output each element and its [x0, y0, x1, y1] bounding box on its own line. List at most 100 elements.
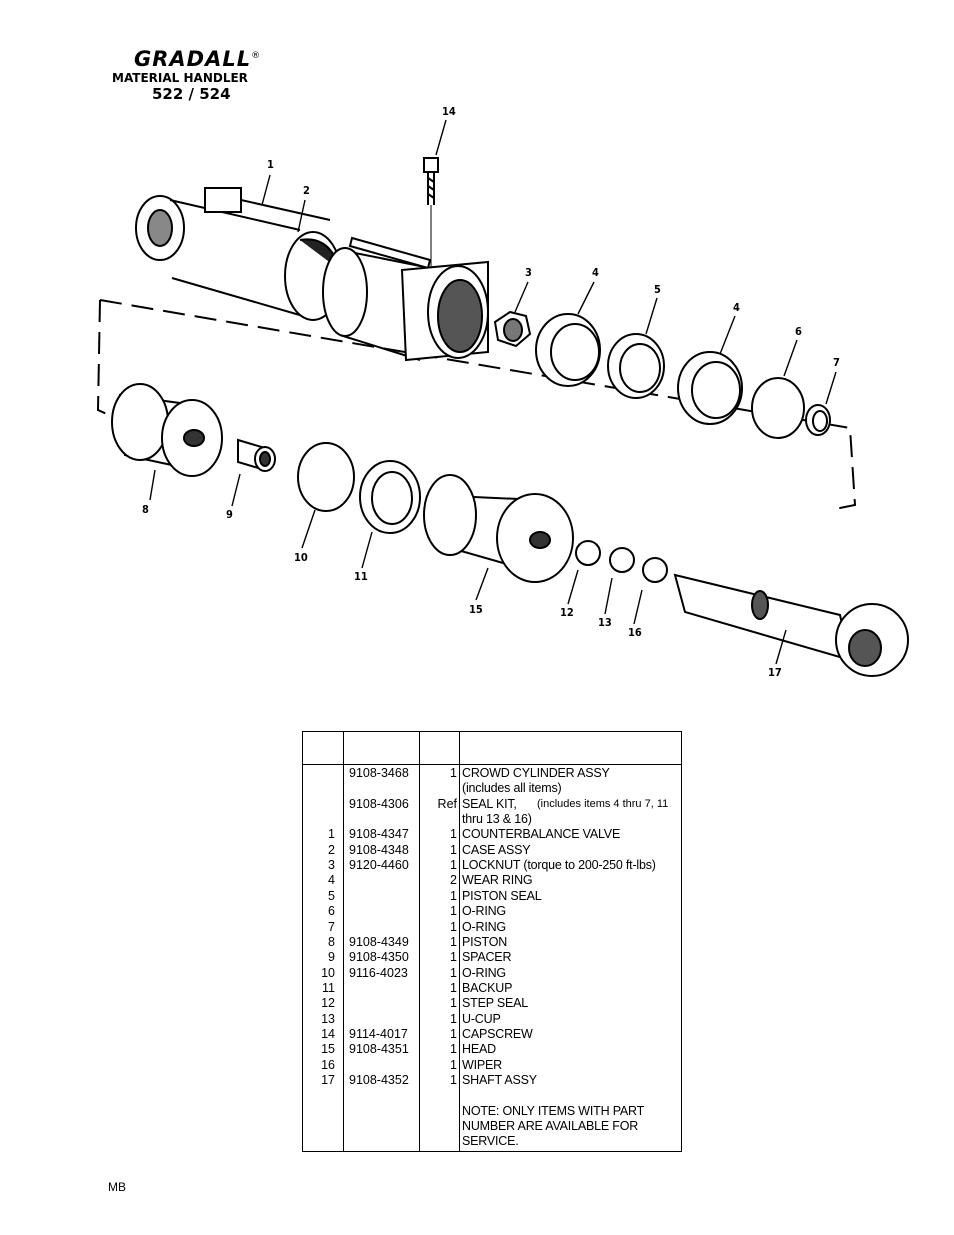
- piston-seal-drawing: [607, 333, 665, 399]
- quantity: 1: [450, 842, 457, 857]
- description: LOCKNUT (torque to 200-250 ft-lbs): [462, 858, 656, 873]
- table-row: NUMBER ARE AVAILABLE FOR: [303, 1119, 683, 1134]
- col-item: [303, 732, 344, 1151]
- quantity: 1: [450, 766, 457, 780]
- col-qty: [420, 732, 460, 1151]
- description: SEAL KIT,: [462, 796, 517, 811]
- part-number: 9108-4347: [349, 827, 409, 842]
- quantity: 1: [450, 965, 457, 980]
- description: O-RING: [462, 904, 506, 919]
- item-number: 2: [328, 842, 335, 857]
- callout-16: 16: [628, 626, 642, 639]
- quantity: 1: [450, 1042, 457, 1057]
- callout-4: 4: [592, 266, 599, 279]
- quantity: 1: [450, 827, 457, 842]
- head-drawing: [423, 474, 574, 583]
- item-number: 4: [328, 873, 335, 888]
- registered-mark: ®: [251, 51, 262, 61]
- step-seal-drawing: [575, 540, 601, 566]
- table-row: thru 13 & 16): [303, 812, 683, 827]
- shaft-assy-drawing: [673, 573, 909, 677]
- part-number: 9108-4350: [349, 950, 409, 965]
- o-ring-7-drawing: [805, 404, 831, 436]
- callout-14: 14: [442, 105, 456, 118]
- description: PISTON: [462, 934, 508, 949]
- logo-subtitle: MATERIAL HANDLER: [112, 71, 248, 85]
- exploded-cylinder-diagram: 1 2 3 4 5 4 6 7 8 9 10 11 15 12 13 16 17…: [96, 105, 909, 679]
- quantity: 1: [450, 1057, 457, 1072]
- item-number: 16: [321, 1057, 335, 1072]
- callout-15: 15: [469, 603, 483, 616]
- callout-1: 1: [267, 158, 274, 171]
- brand-name: GRADALL®: [134, 44, 282, 71]
- item-number: 11: [322, 980, 335, 995]
- description: PISTON SEAL: [462, 888, 542, 903]
- quantity: 2: [450, 873, 457, 888]
- quantity: 1: [450, 858, 457, 873]
- callout-12: 12: [560, 606, 574, 619]
- description: SERVICE.: [462, 1134, 519, 1149]
- logo-model: 522 / 524: [152, 85, 231, 103]
- description: NOTE: ONLY ITEMS WITH PART: [462, 1103, 645, 1118]
- footer-code: MB: [108, 1180, 126, 1194]
- item-number: 8: [328, 934, 335, 949]
- quantity: 1: [450, 980, 457, 995]
- description: NUMBER ARE AVAILABLE FOR: [462, 1119, 639, 1134]
- part-number: 9108-4352: [349, 1073, 409, 1087]
- callout-labels: 1 2 3 4 5 4 6 7 8 9 10 11 15 12 13 16 17…: [142, 105, 840, 679]
- spacer-drawing: [237, 438, 276, 472]
- brand-text: GRADALL: [134, 47, 252, 71]
- quantity: 1: [450, 1011, 457, 1026]
- table-row: [303, 1088, 683, 1103]
- description: CASE ASSY: [462, 842, 531, 857]
- callout-3: 3: [525, 266, 532, 279]
- item-number: 15: [321, 1042, 335, 1057]
- quantity: 1: [450, 919, 457, 934]
- description: STEP SEAL: [462, 996, 529, 1011]
- backup-drawing: [359, 460, 421, 534]
- table-row: NOTE: ONLY ITEMS WITH PART: [303, 1104, 683, 1119]
- item-number: 14: [321, 1026, 335, 1041]
- part-number: 9108-4349: [349, 934, 409, 949]
- table-row: 16 1 WIPER: [303, 1058, 683, 1073]
- callout-9: 9: [226, 508, 233, 521]
- quantity: 1: [450, 1026, 457, 1041]
- quantity: 1: [450, 996, 457, 1011]
- callout-10: 10: [294, 551, 308, 564]
- description: WIPER: [462, 1057, 502, 1072]
- quantity: 1: [450, 934, 457, 949]
- description-note: (includes items 4 thru 7, 11: [537, 797, 669, 810]
- description: BACKUP: [462, 980, 513, 995]
- callout-2: 2: [303, 184, 310, 197]
- col-part: [344, 732, 420, 1151]
- o-ring-6-drawing: [751, 377, 805, 439]
- table-row: 1 9108-4347 1 COUNTERBALANCE VALVE: [303, 827, 683, 842]
- part-number: 9108-4306: [349, 796, 409, 811]
- description: U-CUP: [462, 1011, 501, 1026]
- wiper-drawing: [642, 557, 668, 583]
- description: (includes all items): [462, 781, 562, 796]
- part-number: 9120-4460: [349, 858, 409, 873]
- description: SHAFT ASSY: [462, 1073, 537, 1087]
- item-number: 7: [328, 919, 335, 934]
- parts-table-header: [303, 732, 681, 765]
- part-number: 9114-4017: [349, 1026, 408, 1041]
- item-number: 1: [328, 827, 335, 842]
- description: CROWD CYLINDER ASSY: [462, 766, 610, 780]
- description: SPACER: [462, 950, 512, 965]
- description: thru 13 & 16): [462, 812, 532, 827]
- description: COUNTERBALANCE VALVE: [462, 827, 621, 842]
- o-ring-10-drawing: [297, 442, 355, 512]
- callout-7: 7: [833, 356, 840, 369]
